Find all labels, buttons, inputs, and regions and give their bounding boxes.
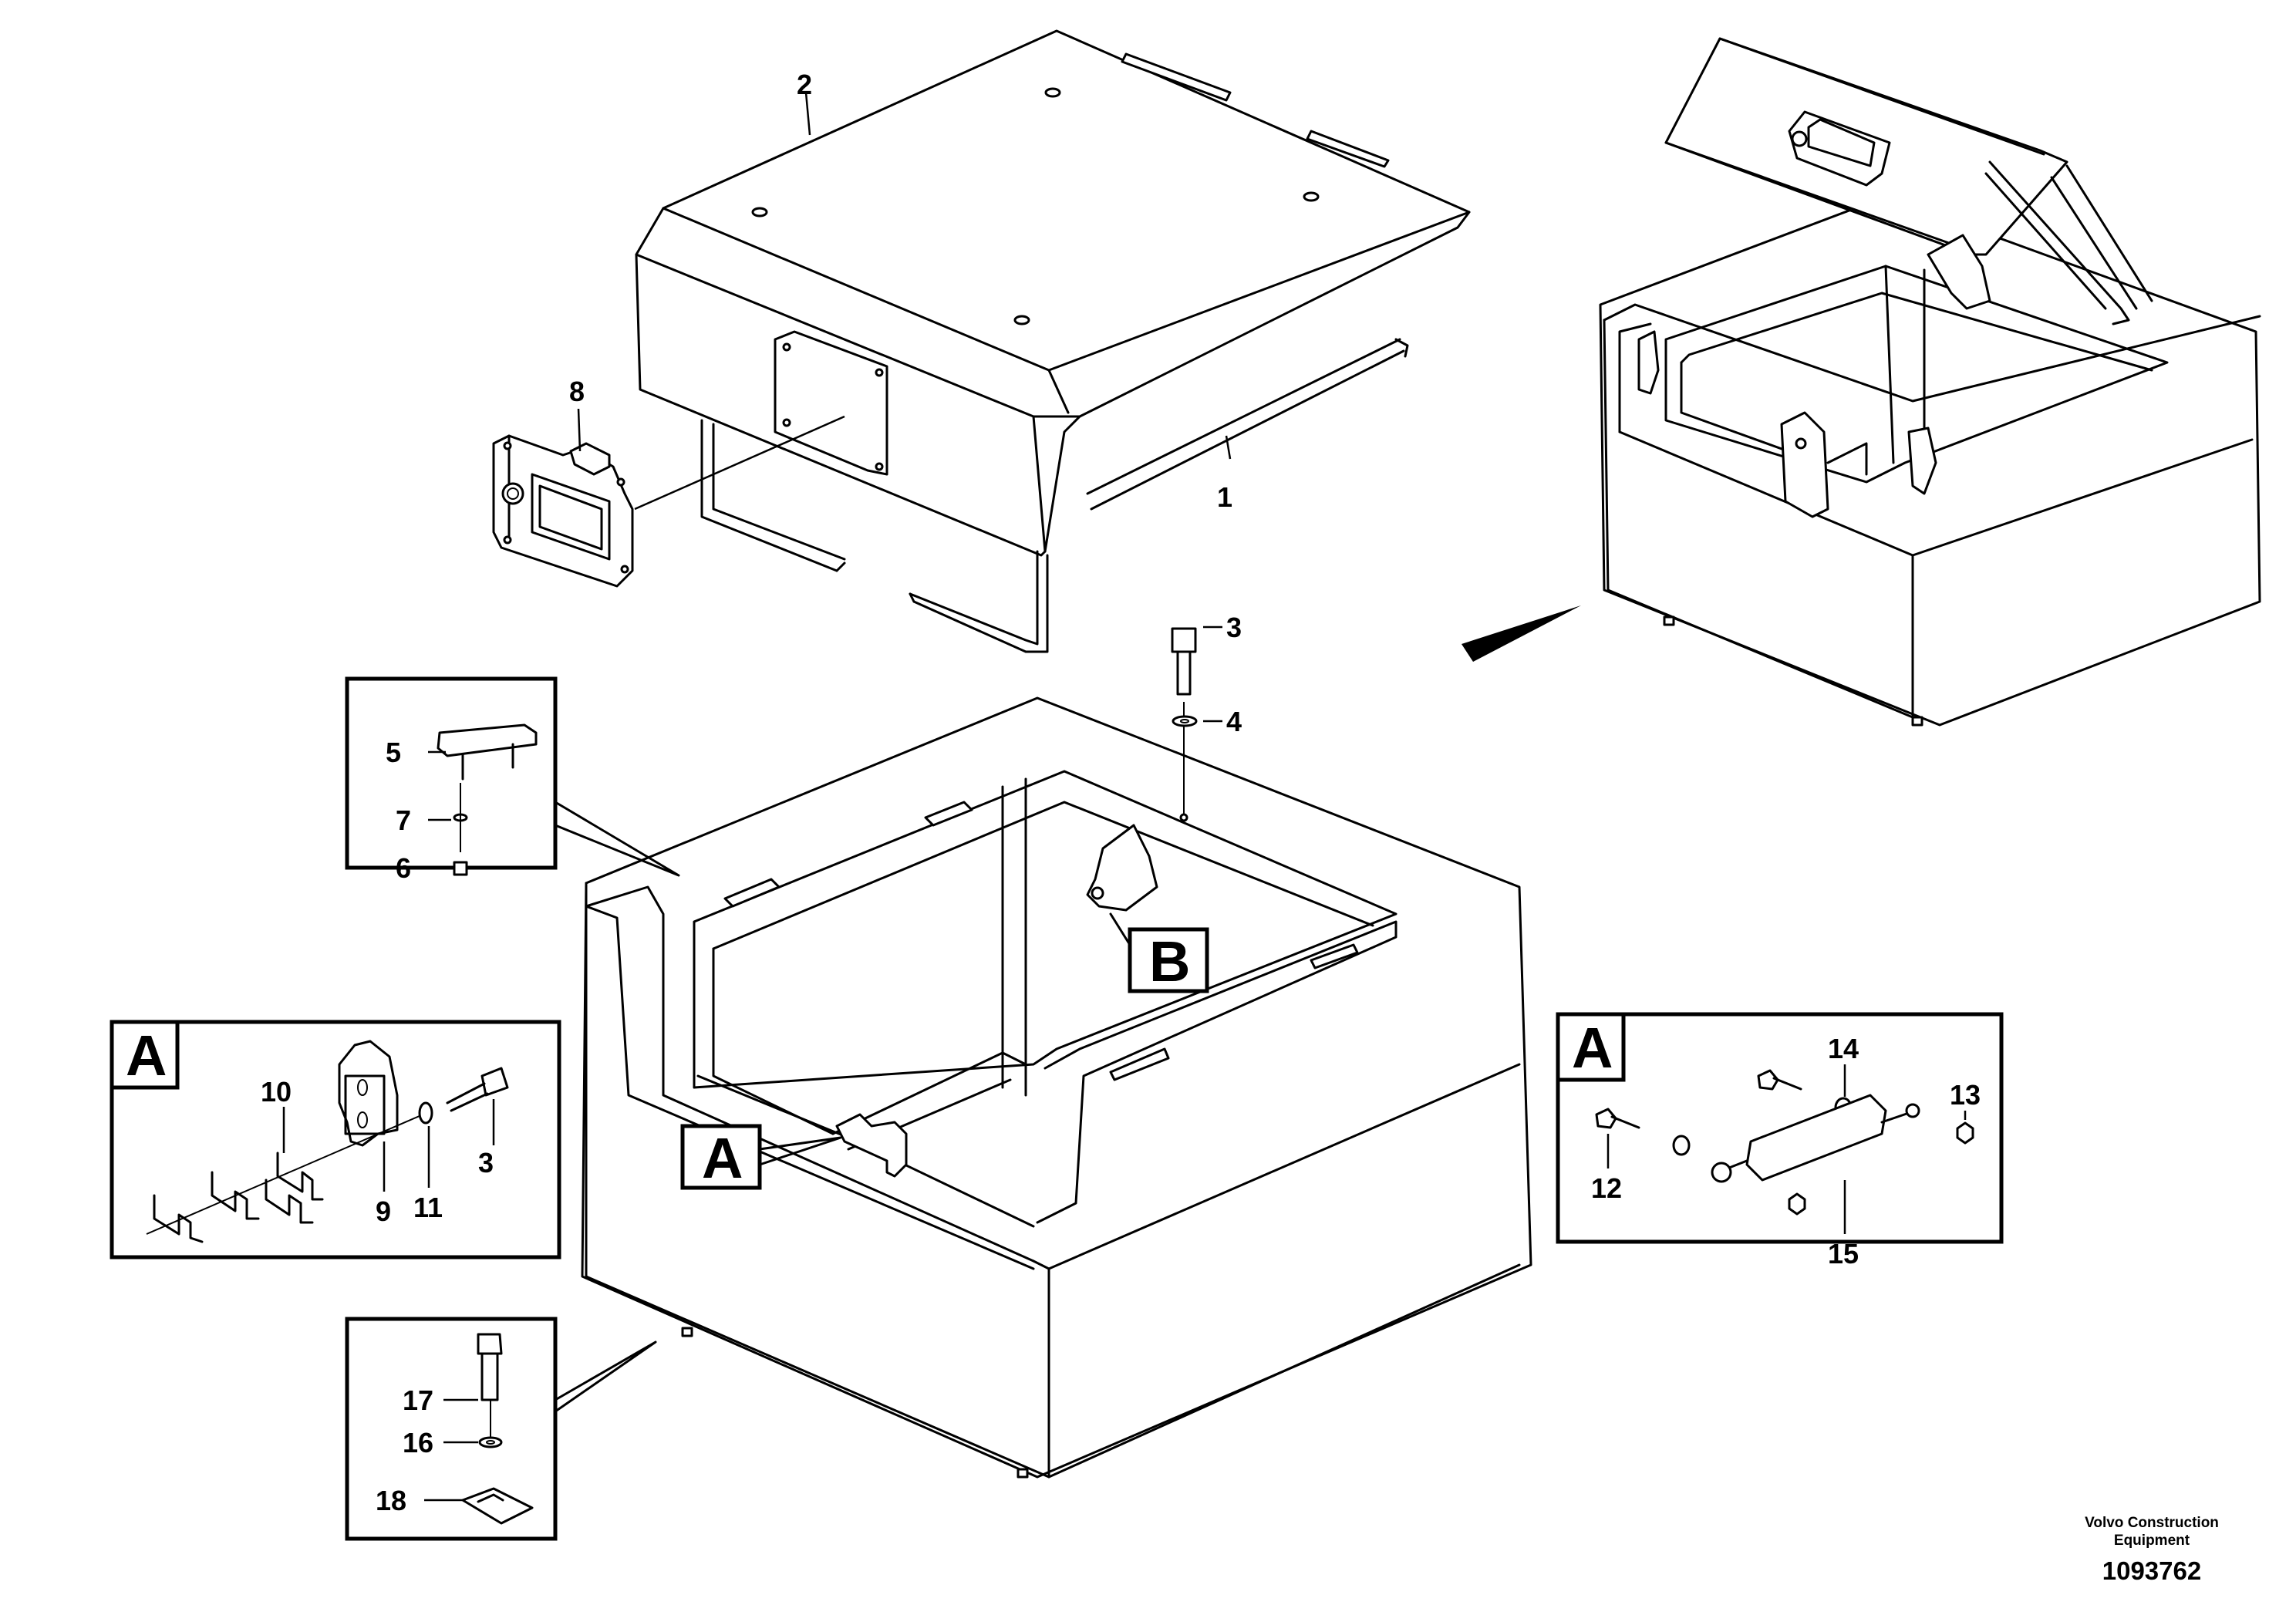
battery-box-lid xyxy=(635,29,1471,653)
callout-4: 4 xyxy=(1226,706,1242,737)
footer-company-line2: Equipment xyxy=(2114,1533,2190,1549)
callout-12: 12 xyxy=(1591,1172,1622,1204)
callout-15: 15 xyxy=(1828,1238,1859,1270)
detail-tag-a-on-box-label: A xyxy=(702,1126,743,1190)
callout-2: 2 xyxy=(797,69,812,100)
detail-tag-a-right-label: A xyxy=(1572,1016,1613,1080)
detail-panel-handle xyxy=(345,676,558,876)
view-direction-arrow xyxy=(1462,605,1581,662)
callout-5: 5 xyxy=(386,737,401,768)
callout-7: 7 xyxy=(396,804,411,836)
detail-panel-a-left xyxy=(110,1020,561,1259)
callout-3-detail: 3 xyxy=(478,1147,494,1179)
assembled-box-view xyxy=(1599,37,2261,727)
panel-pointer-bolt-plate xyxy=(554,1340,657,1413)
footer-drawing-number: 1093762 xyxy=(2102,1556,2201,1585)
detail-tag-b-on-box xyxy=(1109,912,1209,993)
callout-9: 9 xyxy=(376,1195,391,1227)
callout-10: 10 xyxy=(261,1076,292,1108)
detail-tag-a-left-label: A xyxy=(126,1023,167,1088)
callout-3-top: 3 xyxy=(1226,612,1242,643)
callout-8: 8 xyxy=(569,376,585,407)
callout-13: 13 xyxy=(1950,1079,1981,1111)
lid-latch-assembly xyxy=(492,434,634,588)
callout-14: 14 xyxy=(1828,1033,1859,1064)
detail-tag-b-on-box-label: B xyxy=(1149,929,1190,993)
bolt-and-washer-top xyxy=(1171,627,1198,727)
callout-16: 16 xyxy=(403,1427,433,1458)
battery-box-body xyxy=(581,696,1532,1479)
callout-leaders xyxy=(282,92,1967,1502)
callout-18: 18 xyxy=(376,1485,406,1516)
callout-11: 11 xyxy=(413,1192,443,1223)
panel-pointer-handle xyxy=(554,801,680,877)
callout-6: 6 xyxy=(396,852,411,884)
detail-panel-a-right xyxy=(1556,1012,2004,1244)
footer-company-line1: Volvo Construction xyxy=(2085,1515,2219,1531)
callout-1: 1 xyxy=(1217,481,1232,513)
detail-tag-a-on-box xyxy=(680,1124,842,1190)
callout-17: 17 xyxy=(403,1384,433,1416)
detail-panel-bolt-plate xyxy=(345,1317,558,1541)
